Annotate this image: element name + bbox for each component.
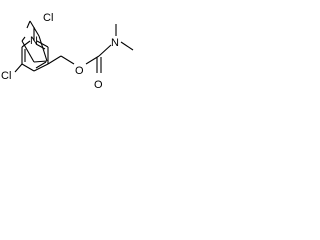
atom-cl-top: Cl <box>43 12 53 24</box>
ring-top-right <box>36 40 49 48</box>
ring-double-3 <box>35 43 46 50</box>
ring-left-lower <box>21 63 35 72</box>
structure-diagram: Cl N Cl O O N <box>0 0 150 93</box>
bond-n-methyl-right <box>120 41 134 51</box>
ring-bottom-right <box>33 63 49 72</box>
ring-double-2 <box>35 61 47 69</box>
bond-c2-c3 <box>21 40 35 63</box>
atom-n-amine: N <box>111 37 119 49</box>
bond-ch2-to-o <box>60 55 75 65</box>
molecule-drawing: Cl N Cl O O N <box>1 12 134 91</box>
atom-o-carbonyl: O <box>94 79 103 91</box>
bond-to-cl-bottom <box>14 63 23 73</box>
bond-ring-to-ch2 <box>47 55 62 65</box>
substituent-bonds <box>14 24 134 73</box>
bond-c6-n <box>26 20 31 29</box>
ring-top-left <box>21 40 31 48</box>
bond-carbonyl-to-n <box>98 44 112 57</box>
atom-n-ring: N <box>30 35 38 47</box>
atom-cl-bottom: Cl <box>1 70 11 82</box>
bond-c3-c4 <box>33 60 48 63</box>
atom-o-ester: O <box>75 65 84 77</box>
bond-c2-n <box>21 36 26 42</box>
